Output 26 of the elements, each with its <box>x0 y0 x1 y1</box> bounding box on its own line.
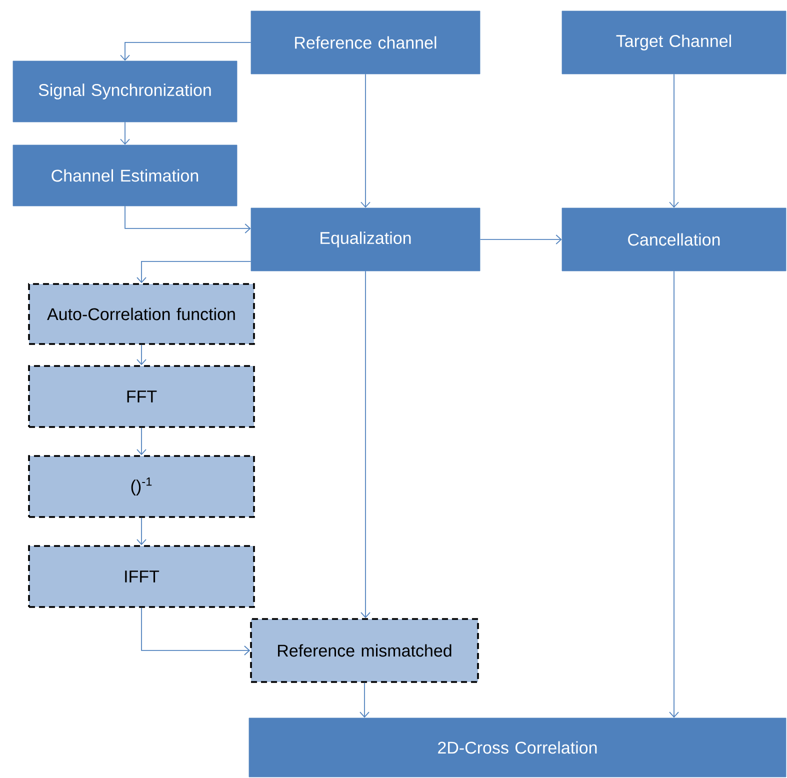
process-box: Channel Estimation <box>12 144 238 206</box>
dashed-process-box: FFT <box>28 365 255 428</box>
arrow <box>360 682 370 718</box>
dashed-process-box: Reference mismatched <box>250 618 479 683</box>
arrow <box>360 270 370 618</box>
process-box: Reference channel <box>250 10 480 74</box>
arrow <box>136 427 146 456</box>
arrow <box>141 607 250 656</box>
process-box: Cancellation <box>562 208 786 272</box>
arrow <box>480 234 562 244</box>
arrow <box>136 517 146 546</box>
process-box: Signal Synchronization <box>12 60 238 122</box>
arrow <box>669 270 679 718</box>
dashed-process-box: Auto-Correlation function <box>28 283 255 345</box>
arrow <box>136 261 252 284</box>
arrow <box>120 122 130 145</box>
process-box: Target Channel <box>562 10 786 74</box>
dashed-process-box: IFFT <box>28 545 255 608</box>
arrow <box>669 74 679 208</box>
arrow <box>136 344 146 366</box>
arrow <box>124 206 251 234</box>
process-box: 2D-Cross Correlation <box>248 718 786 778</box>
arrow <box>360 74 370 208</box>
arrow <box>120 42 252 61</box>
process-box: Equalization <box>250 208 480 272</box>
dashed-process-box: ()$^{-1}$ <box>28 455 255 518</box>
